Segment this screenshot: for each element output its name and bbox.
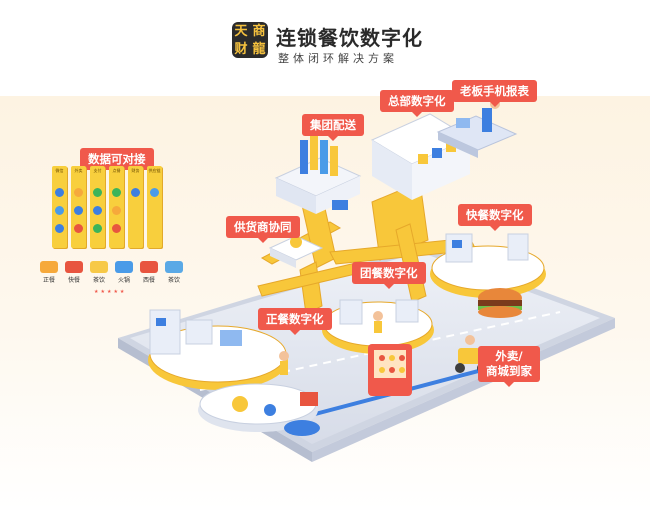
column-header: 财务 [131,168,140,173]
decorative-stars: ★★★★★ [94,289,127,295]
app-icon [74,224,83,233]
column-header: 支付 [93,168,102,173]
logo-char: 商 [252,23,266,39]
logo-char: 龍 [252,41,266,57]
label-formal-dining: 正餐数字化 [258,308,332,335]
integration-column: 外卖 [71,166,86,248]
integration-column: 供应链 [147,166,162,248]
app-icon [93,206,102,215]
group-meal-area [322,299,434,396]
column-header: 微信 [55,168,64,173]
restaurant-type-icon [65,261,83,273]
legend-item: 火锅 [111,261,137,284]
app-icon [74,206,83,215]
column-header: 点餐 [112,168,121,173]
label-group-delivery: 集团配送 [302,114,364,141]
legend-label: 茶饮 [167,277,180,284]
takeout-line-2: 商城到家 [486,364,532,378]
takeout-line-1: 外卖/ [495,349,523,363]
brand-logo: 天 商 财 龍 [232,22,268,58]
app-icon [93,224,102,233]
app-icon [74,188,83,197]
column-header: 外卖 [74,168,83,173]
app-icon [55,206,64,215]
takeout-rider [455,335,487,373]
label-boss-report: 老板手机报表 [452,80,537,107]
label-data-integration: 数据可对接 [80,148,154,175]
app-icon [131,188,140,197]
label-takeout: 外卖/ 商城到家 [478,346,540,387]
legend-label: 火锅 [117,277,130,284]
legend-label: 快餐 [67,277,80,284]
integration-column: 微信 [52,166,67,248]
supplier-node [268,235,324,268]
app-icon [112,206,121,215]
fast-food-area [430,233,546,318]
app-icon [55,224,64,233]
hq-building [370,113,472,200]
column-header: 供应链 [148,168,161,173]
restaurant-type-icon [165,261,183,273]
legend-item: 西餐 [136,261,162,284]
label-supplier: 供货商协同 [226,216,300,243]
restaurant-type-icon [90,261,108,273]
integration-panel: 微信 外卖 支付 点餐 财务 供应链 [52,166,164,248]
integration-column: 点餐 [109,166,124,248]
formal-dining-area [148,309,320,436]
delivery-warehouse [274,136,362,214]
page-subtitle: 整体闭环解决方案 [278,52,398,65]
app-icon [112,188,121,197]
legend-item: 茶饮 [86,261,112,284]
logo-char: 天 [234,23,248,39]
app-icon [93,188,102,197]
legend-item: 快餐 [61,261,87,284]
page-title: 连锁餐饮数字化 [276,26,423,50]
restaurant-type-icon [40,261,58,273]
label-fast-food: 快餐数字化 [458,204,532,231]
legend-label: 正餐 [42,277,55,284]
legend-item: 茶饮 [161,261,187,284]
integration-column: 财务 [128,166,143,248]
legend-label: 西餐 [142,277,155,284]
restaurant-type-icon [140,261,158,273]
app-icon [112,224,121,233]
app-icon [55,188,64,197]
logo-char: 财 [234,41,248,57]
label-group-meal: 团餐数字化 [352,262,426,289]
restaurant-type-icon [115,261,133,273]
label-hq-digital: 总部数字化 [380,90,454,117]
legend-label: 茶饮 [92,277,105,284]
legend-item: 正餐 [36,261,62,284]
integration-column: 支付 [90,166,105,248]
app-icon [150,188,159,197]
